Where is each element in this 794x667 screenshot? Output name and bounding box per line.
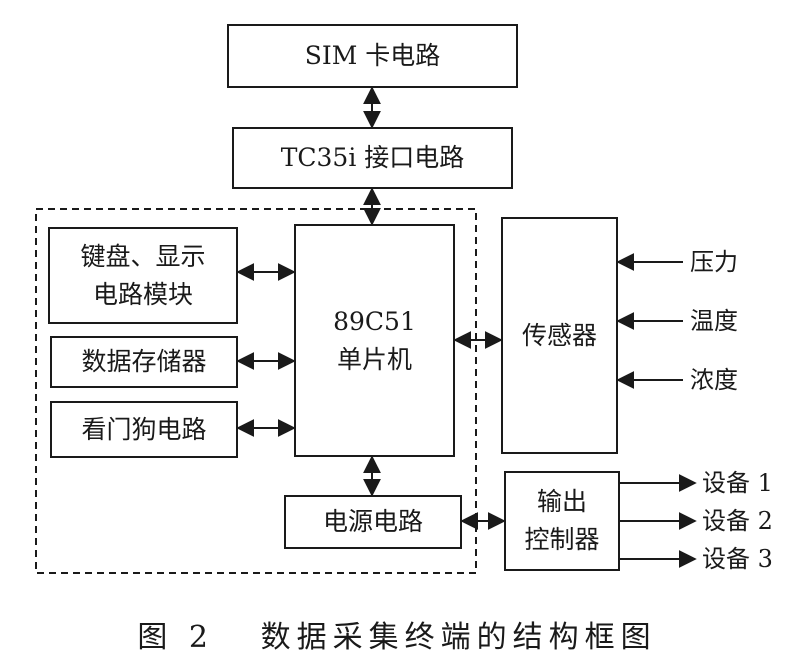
tc35i-label: TC35i 接口电路 (280, 143, 465, 172)
data-storage-label: 数据存储器 (81, 347, 207, 376)
mcu-block: 89C51 单片机 (294, 224, 455, 457)
output-controller-label-line2: 控制器 (524, 525, 600, 554)
input-label-concentration: 浓度 (690, 366, 738, 394)
power-label: 电源电路 (322, 507, 423, 536)
output-label-device-1: 设备 1 (702, 469, 773, 497)
keypad-display-label-line2: 电路模块 (92, 279, 193, 309)
power-block: 电源电路 (284, 495, 462, 549)
keypad-display-label-line1: 键盘、显示 (80, 241, 206, 271)
mcu-system-boundary (35, 208, 477, 574)
output-label-device-2: 设备 2 (702, 507, 773, 535)
tc35i-block: TC35i 接口电路 (232, 127, 513, 189)
watchdog-block: 看门狗电路 (50, 401, 238, 458)
watchdog-label: 看门狗电路 (81, 414, 207, 444)
input-label-pressure: 压力 (690, 248, 738, 276)
sim-card-block: SIM 卡电路 (227, 24, 518, 88)
output-controller-block: 输出 控制器 (504, 471, 620, 571)
output-label-device-3: 设备 3 (702, 545, 773, 573)
keypad-display-block: 键盘、显示 电路模块 (48, 227, 238, 324)
sim-card-label: SIM 卡电路 (304, 41, 441, 70)
mcu-label-line1: 89C51 (333, 306, 416, 336)
data-storage-block: 数据存储器 (50, 336, 238, 388)
sensor-label: 传感器 (521, 320, 597, 350)
mcu-label-line2: 单片机 (336, 344, 412, 374)
input-label-temperature: 温度 (690, 307, 738, 335)
output-controller-label-line1: 输出 (536, 487, 587, 516)
sensor-block: 传感器 (501, 217, 618, 454)
figure-caption: 图 2 数据采集终端的结构框图 (137, 620, 657, 655)
